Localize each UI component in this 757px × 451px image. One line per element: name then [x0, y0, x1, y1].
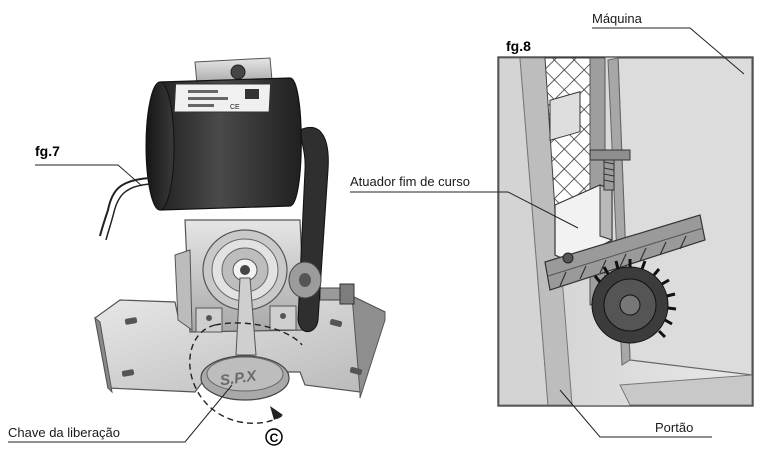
release-key-lever — [235, 277, 257, 356]
callout-actuator: Atuador fim de curso — [350, 174, 470, 189]
svg-text:S.P.X: S.P.X — [219, 367, 258, 389]
release-key-leader-line — [8, 384, 233, 443]
callout-release-key: Chave da liberação — [8, 425, 120, 440]
motor-plate-marks: CE — [230, 104, 240, 111]
gate-detail-drawing — [497, 56, 754, 407]
actuator-leader-line — [350, 191, 579, 229]
motor-assembly-drawing: CE S.P.X — [94, 57, 386, 424]
machine-leader-line — [592, 27, 745, 75]
fg7-leader-line — [35, 164, 143, 187]
figure-label-fg7: fg.7 — [35, 143, 60, 159]
callout-gate: Portão — [655, 420, 693, 435]
power-cable — [99, 177, 151, 237]
circled-c-letter: C — [270, 431, 279, 445]
figure-label-fg8: fg.8 — [506, 38, 531, 54]
motor-label-plate: CE — [173, 83, 272, 113]
gate-leader-line — [559, 389, 712, 438]
rotation-arrow — [189, 324, 284, 424]
circled-c-marker — [265, 428, 283, 446]
pinion-gear — [591, 259, 677, 344]
callout-machine: Máquina — [592, 11, 643, 26]
